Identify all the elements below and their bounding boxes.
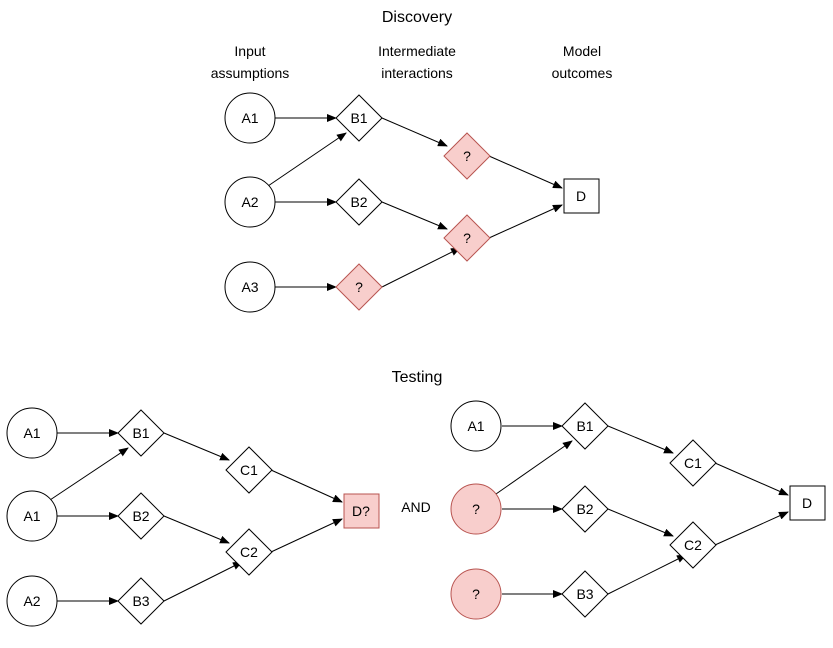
edge-r-b1-c1 bbox=[607, 425, 674, 454]
node-b2-label: B2 bbox=[350, 194, 367, 210]
right-node-c2-label: C2 bbox=[684, 537, 702, 553]
right-node-b3-label: B3 bbox=[576, 586, 593, 602]
right-node-unknown-mid: ? bbox=[450, 483, 502, 535]
header-input-line2: assumptions bbox=[211, 65, 290, 81]
right-node-d-label: D bbox=[802, 495, 812, 511]
header-outcome-line1: Model bbox=[563, 43, 601, 59]
testing-right-edges bbox=[495, 422, 789, 598]
node-a1: A1 bbox=[224, 92, 276, 144]
edge-r-c1-d bbox=[714, 462, 789, 496]
edge-b1-c1 bbox=[163, 432, 230, 461]
discovery-edges bbox=[267, 114, 563, 291]
testing-left-edges bbox=[49, 429, 343, 605]
testing-section: Testing A1 A1 bbox=[6, 369, 826, 627]
edge-q2-d bbox=[488, 204, 563, 239]
node-b1-label: B1 bbox=[350, 110, 367, 126]
edge-r-qmid-b1 bbox=[495, 440, 573, 495]
left-node-d-unknown: D? bbox=[343, 493, 380, 529]
node-b2: B2 bbox=[335, 178, 383, 226]
edge-r-b2-c2 bbox=[607, 508, 674, 537]
node-unknown-c2-label: ? bbox=[463, 230, 471, 246]
edge-q-q2 bbox=[381, 247, 461, 288]
edge-c1-dq bbox=[270, 469, 343, 503]
node-b1: B1 bbox=[335, 94, 383, 142]
edge-b2-q2 bbox=[381, 201, 448, 230]
right-node-a1-label: A1 bbox=[467, 418, 484, 434]
node-a1-label: A1 bbox=[241, 110, 258, 126]
testing-title: Testing bbox=[392, 369, 443, 386]
node-d: D bbox=[563, 178, 600, 214]
right-node-b1-label: B1 bbox=[576, 418, 593, 434]
right-node-b1: B1 bbox=[561, 402, 609, 450]
header-input-line1: Input bbox=[234, 43, 265, 59]
left-node-b3: B3 bbox=[117, 577, 165, 625]
left-node-a1-mid: A1 bbox=[6, 490, 58, 542]
node-unknown-b3: ? bbox=[335, 263, 383, 311]
testing-left-diagram: A1 A1 A2 B1 B2 B3 bbox=[6, 407, 380, 627]
left-node-c2-label: C2 bbox=[240, 544, 258, 560]
right-node-c1: C1 bbox=[669, 439, 717, 487]
discovery-title: Discovery bbox=[382, 9, 452, 26]
header-outcome-line2: outcomes bbox=[552, 65, 613, 81]
node-a3: A3 bbox=[224, 261, 276, 313]
and-connector: AND bbox=[401, 499, 431, 515]
node-a2-label: A2 bbox=[241, 194, 258, 210]
right-node-c2: C2 bbox=[669, 521, 717, 569]
left-node-b1-label: B1 bbox=[132, 425, 149, 441]
testing-right-diagram: A1 ? ? B1 B2 B3 bbox=[450, 400, 826, 620]
right-node-d: D bbox=[789, 485, 826, 521]
edge-b2-c2 bbox=[163, 515, 230, 544]
left-node-b2: B2 bbox=[117, 492, 165, 540]
left-node-b3-label: B3 bbox=[132, 593, 149, 609]
left-node-d-unknown-label: D? bbox=[352, 503, 370, 519]
discovery-section: Discovery Input assumptions Intermediate… bbox=[211, 9, 613, 313]
right-node-b2-label: B2 bbox=[576, 501, 593, 517]
edge-b3-c2 bbox=[163, 561, 243, 602]
right-node-b3: B3 bbox=[561, 570, 609, 618]
edge-q1-d bbox=[488, 155, 563, 189]
node-a3-label: A3 bbox=[241, 279, 258, 295]
header-intermediate-line2: interactions bbox=[381, 65, 453, 81]
right-node-unknown-bot-label: ? bbox=[472, 586, 480, 602]
left-node-a1-top: A1 bbox=[6, 407, 58, 459]
edge-a2-b1 bbox=[267, 132, 347, 187]
edge-r-b3-c2 bbox=[607, 554, 687, 595]
node-a2: A2 bbox=[224, 176, 276, 228]
node-unknown-c1-label: ? bbox=[463, 148, 471, 164]
right-node-c1-label: C1 bbox=[684, 455, 702, 471]
right-node-b2: B2 bbox=[561, 485, 609, 533]
left-node-b1: B1 bbox=[117, 409, 165, 457]
edge-a1mid-b1 bbox=[49, 447, 129, 501]
left-node-c2: C2 bbox=[225, 528, 273, 576]
left-node-a1-top-label: A1 bbox=[23, 425, 40, 441]
edge-b1-q1 bbox=[381, 117, 448, 147]
edge-c2-dq bbox=[270, 518, 343, 553]
left-node-a1-mid-label: A1 bbox=[23, 508, 40, 524]
left-node-c1-label: C1 bbox=[240, 462, 258, 478]
edge-r-c2-d bbox=[714, 511, 789, 546]
node-unknown-c1: ? bbox=[443, 132, 491, 180]
left-node-a2-label: A2 bbox=[23, 593, 40, 609]
header-intermediate-line1: Intermediate bbox=[378, 43, 456, 59]
node-d-label: D bbox=[576, 188, 586, 204]
node-unknown-b3-label: ? bbox=[355, 279, 363, 295]
left-node-b2-label: B2 bbox=[132, 508, 149, 524]
node-unknown-c2: ? bbox=[443, 214, 491, 262]
right-node-unknown-bot: ? bbox=[450, 568, 502, 620]
left-node-c1: C1 bbox=[225, 446, 273, 494]
left-node-a2: A2 bbox=[6, 575, 58, 627]
right-node-unknown-mid-label: ? bbox=[472, 501, 480, 517]
right-node-a1: A1 bbox=[450, 400, 502, 452]
